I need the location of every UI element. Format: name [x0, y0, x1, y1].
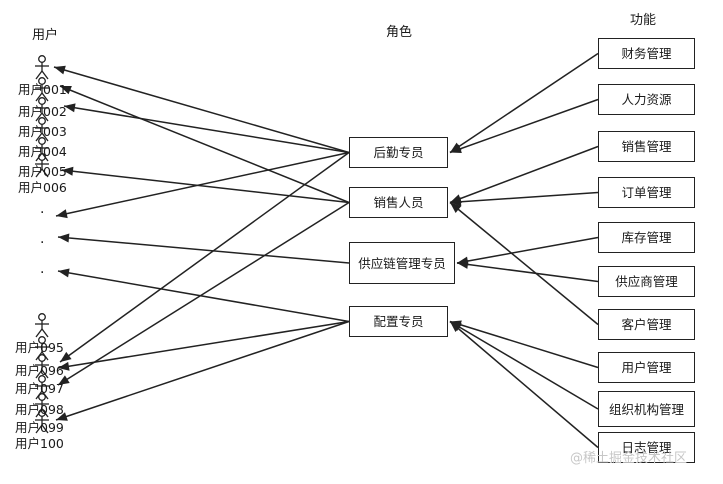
actor-icon: [35, 77, 49, 102]
watermark: @稀土掘金技术社区: [570, 451, 688, 466]
function-box: 用户管理: [598, 352, 695, 383]
function-box: 供应商管理: [598, 266, 695, 297]
user-label: 用户002: [18, 104, 67, 119]
role-box: 配置专员: [349, 306, 448, 337]
role-user-arrow: [53, 65, 350, 154]
role-box: 供应链管理专员: [349, 242, 455, 284]
function-role-arrow: [449, 52, 599, 154]
function-box: 销售管理: [598, 131, 695, 162]
role-user-arrow: [57, 268, 350, 323]
function-role-arrow: [456, 259, 599, 283]
user-label: 用户095: [15, 340, 64, 355]
actor-icon: [35, 336, 49, 361]
actor-icon: [35, 313, 49, 338]
user-label: 用户006: [18, 180, 67, 195]
function-box: 人力资源: [598, 84, 695, 115]
actor-icon: [35, 153, 49, 178]
ellipsis-dot: ·: [40, 265, 45, 281]
function-role-arrow: [449, 98, 599, 154]
function-box: 组织机构管理: [598, 391, 695, 427]
user-label: 用户099: [15, 420, 64, 435]
role-user-arrow: [59, 85, 350, 204]
role-user-arrow: [61, 166, 350, 204]
ellipsis-dot: ·: [40, 235, 45, 251]
function-box: 库存管理: [598, 222, 695, 253]
function-box: 订单管理: [598, 177, 695, 208]
users-heading: 用户: [32, 28, 59, 43]
actor-icon: [35, 97, 49, 122]
user-label: 用户098: [15, 402, 64, 417]
actor-icon: [35, 354, 49, 379]
user-label: 用户001: [18, 82, 67, 97]
function-role-arrow: [449, 320, 599, 369]
role-user-arrow: [55, 320, 350, 421]
user-label: 用户097: [15, 381, 64, 396]
actor-icon: [35, 117, 49, 142]
function-role-arrow: [449, 320, 599, 410]
ellipsis-dot: ·: [40, 205, 45, 221]
role-user-arrow: [55, 151, 350, 219]
function-role-arrow: [456, 236, 599, 266]
role-box: 后勤专员: [349, 137, 448, 168]
actor-icon: [35, 409, 49, 434]
user-label: 用户003: [18, 124, 67, 139]
roles-heading: 角色: [386, 25, 413, 40]
role-user-arrow: [57, 201, 350, 386]
role-box: 销售人员: [349, 187, 448, 218]
role-user-arrow: [57, 320, 350, 371]
functions-heading: 功能: [630, 13, 657, 28]
function-role-arrow: [449, 191, 599, 207]
role-user-arrow: [57, 233, 350, 264]
user-label: 用户004: [18, 144, 67, 159]
user-label: 用户005: [18, 164, 67, 179]
actor-icon: [35, 55, 49, 80]
role-user-arrow: [59, 151, 350, 363]
function-box: 日志管理: [598, 432, 695, 463]
function-role-arrow: [449, 320, 599, 449]
user-label: 用户100: [15, 436, 64, 451]
function-role-arrow: [449, 201, 599, 326]
user-label: 用户096: [15, 363, 64, 378]
function-box: 财务管理: [598, 38, 695, 69]
role-user-arrow: [63, 103, 350, 154]
function-box: 客户管理: [598, 309, 695, 340]
